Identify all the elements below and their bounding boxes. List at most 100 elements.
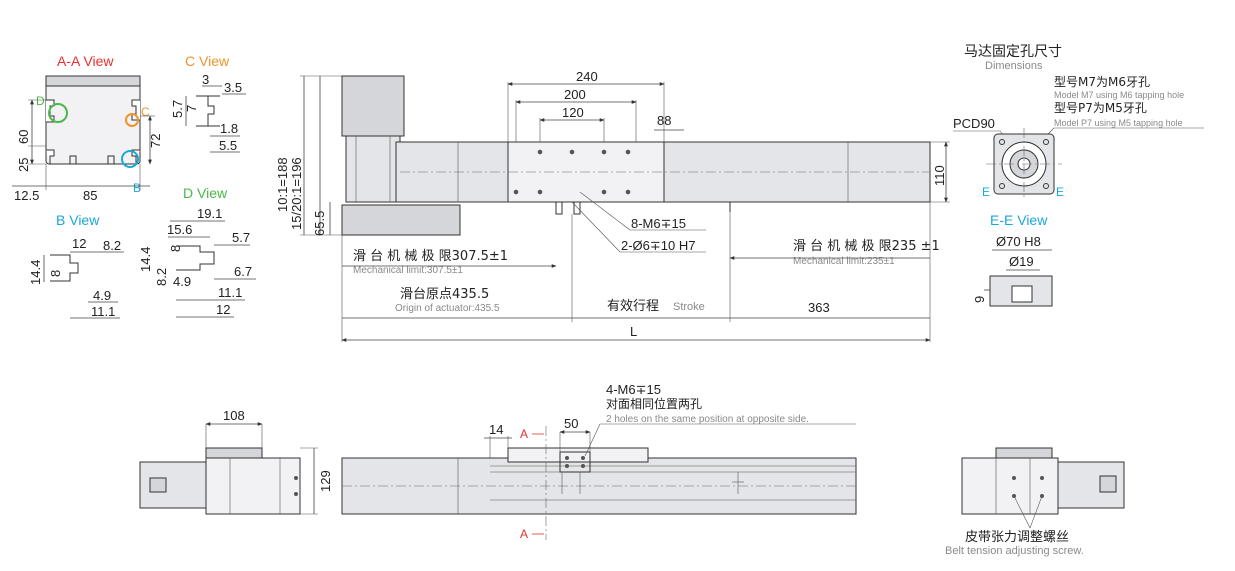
- d-marker-circle: [48, 103, 68, 123]
- dim-5-7: 5.7: [170, 100, 185, 118]
- dim-9: 9: [972, 296, 987, 303]
- dim-110: 110: [932, 165, 947, 186]
- motor-title-en: Dimensions: [985, 60, 1043, 72]
- right-top-plate: [995, 447, 1053, 459]
- left-top-plate: [205, 447, 263, 459]
- origin-cn: 滑台原点435.5: [400, 287, 489, 302]
- mech-limit-left-cn: 滑 台 机 械 极 限307.5±1: [353, 249, 508, 264]
- dim-5-5: 5.5: [219, 138, 237, 153]
- dim-60: 60: [16, 130, 31, 144]
- bottom-top-view: 14 50 A A 4-M6∓15 对面相同位置两孔 2 holes on th…: [341, 382, 857, 541]
- dim-70-h8: Ø70 H8: [996, 234, 1041, 249]
- dim-4-9: 4.9: [93, 288, 111, 303]
- right-end-body: [961, 457, 1059, 515]
- motor-title-cn: 马达固定孔尺寸: [964, 44, 1062, 60]
- dim-8-d: 8: [168, 245, 183, 252]
- motor-housing: [341, 75, 405, 137]
- pcd-label: PCD90: [953, 116, 995, 131]
- b-marker-circle: [121, 150, 139, 168]
- belt-en: Belt tension adjusting screw.: [945, 545, 1084, 557]
- bottom-hole-callout: 4-M6∓15: [606, 382, 661, 397]
- dim-1-8: 1.8: [220, 121, 238, 136]
- hole-callout-1: 8-M6∓15: [631, 216, 686, 231]
- aa-view: A-A View D C B 60 25 72 12.5 85: [12, 53, 163, 203]
- dim-14: 14: [489, 422, 503, 437]
- dim-14-4: 14.4: [28, 260, 43, 285]
- end-view-left: 108 129: [139, 408, 333, 515]
- dim-240: 240: [576, 69, 598, 84]
- dim-8: 8: [48, 270, 63, 277]
- bottom-hole-en: 2 holes on the same position at opposite…: [606, 414, 809, 425]
- left-end-body: [205, 457, 301, 515]
- motor-dimensions: 马达固定孔尺寸 Dimensions 型号M7为M6牙孔 Model M7 us…: [953, 44, 1204, 200]
- c-label: C: [141, 105, 150, 119]
- dim-8-2-d: 8.2: [154, 268, 169, 286]
- section-a-top: A: [520, 427, 528, 441]
- c-view-title: C View: [185, 53, 230, 69]
- mech-limit-right-en: Mechanical limit:235±1: [793, 256, 895, 267]
- dim-L: L: [630, 324, 637, 339]
- dim-12-d: 12: [216, 302, 230, 317]
- hole-callout-2: 2-Ø6∓10 H7: [621, 238, 695, 253]
- dim-3: 3: [202, 72, 209, 87]
- stroke-en: Stroke: [673, 301, 705, 313]
- bottom-carriage: [507, 447, 649, 463]
- origin-en: Origin of actuator:435.5: [395, 303, 500, 314]
- dim-120: 120: [562, 105, 584, 120]
- dim-14-4-d: 14.4: [138, 247, 153, 272]
- dim-4-9-d: 4.9: [173, 274, 191, 289]
- e-label-right: E: [1056, 185, 1064, 199]
- e-label-left: E: [982, 185, 990, 199]
- dim-12-5: 12.5: [14, 188, 39, 203]
- dim-11-1: 11.1: [91, 304, 115, 319]
- mech-limit-left-en: Mechanical limit:307.5±1: [353, 265, 463, 276]
- b-view: B View 12 8.2 14.4 8 4.9 11.1: [28, 212, 124, 319]
- dim-65-5: 65.5: [312, 211, 327, 236]
- m7-en: Model M7 using M6 tapping hole: [1054, 90, 1184, 100]
- left-motor-port: [149, 477, 167, 493]
- d-view: D View 19.1 15.6 8 5.7 14.4 8.2 4.9 6.7 …: [138, 185, 256, 318]
- d-label: D: [36, 94, 45, 108]
- ee-view: E-E View Ø70 H8 Ø19 9: [972, 212, 1053, 307]
- ratio-2: 15/20:1=196: [289, 157, 304, 230]
- stroke-cn: 有效行程: [607, 299, 659, 314]
- c-marker-circle: [125, 113, 139, 127]
- section-a-bottom: A: [520, 527, 528, 541]
- dim-200: 200: [564, 87, 586, 102]
- dim-72: 72: [148, 134, 163, 148]
- ee-view-title: E-E View: [990, 212, 1048, 228]
- p7-cn: 型号P7为M5牙孔: [1054, 101, 1147, 115]
- dim-19-1: 19.1: [197, 206, 222, 221]
- dim-88: 88: [657, 113, 671, 128]
- dim-11-1-d: 11.1: [218, 285, 242, 300]
- motor-coupler: [345, 135, 401, 203]
- dim-108: 108: [223, 408, 245, 423]
- right-motor-port: [1099, 475, 1117, 493]
- dim-6-7: 6.7: [234, 264, 252, 279]
- dim-19: Ø19: [1009, 254, 1034, 269]
- dim-50: 50: [564, 416, 578, 431]
- dim-15-6: 15.6: [167, 222, 192, 237]
- main-side-view: 240 200 120 88 110 10:1=188 15/20:1=196 …: [275, 69, 950, 342]
- end-view-right: 皮带张力调整螺丝 Belt tension adjusting screw.: [945, 447, 1125, 557]
- bottom-hole-cn: 对面相同位置两孔: [606, 396, 702, 411]
- b-label: B: [133, 181, 141, 195]
- b-view-title: B View: [56, 212, 100, 228]
- dim-7: 7: [184, 105, 199, 112]
- dim-129: 129: [318, 470, 333, 492]
- dim-25: 25: [16, 158, 31, 172]
- m7-cn: 型号M7为M6牙孔: [1054, 75, 1150, 89]
- dim-363: 363: [808, 300, 830, 315]
- motor-base: [341, 204, 461, 236]
- belt-cn: 皮带张力调整螺丝: [965, 530, 1069, 545]
- aa-view-title: A-A View: [57, 53, 114, 69]
- mech-limit-right-cn: 滑 台 机 械 极 限235 ±1: [793, 239, 940, 254]
- dim-8-2: 8.2: [103, 238, 121, 253]
- dim-5-7-d: 5.7: [232, 230, 250, 245]
- dim-12: 12: [72, 236, 86, 251]
- dim-85: 85: [83, 188, 97, 203]
- dim-3-5: 3.5: [224, 80, 242, 95]
- d-view-title: D View: [183, 185, 228, 201]
